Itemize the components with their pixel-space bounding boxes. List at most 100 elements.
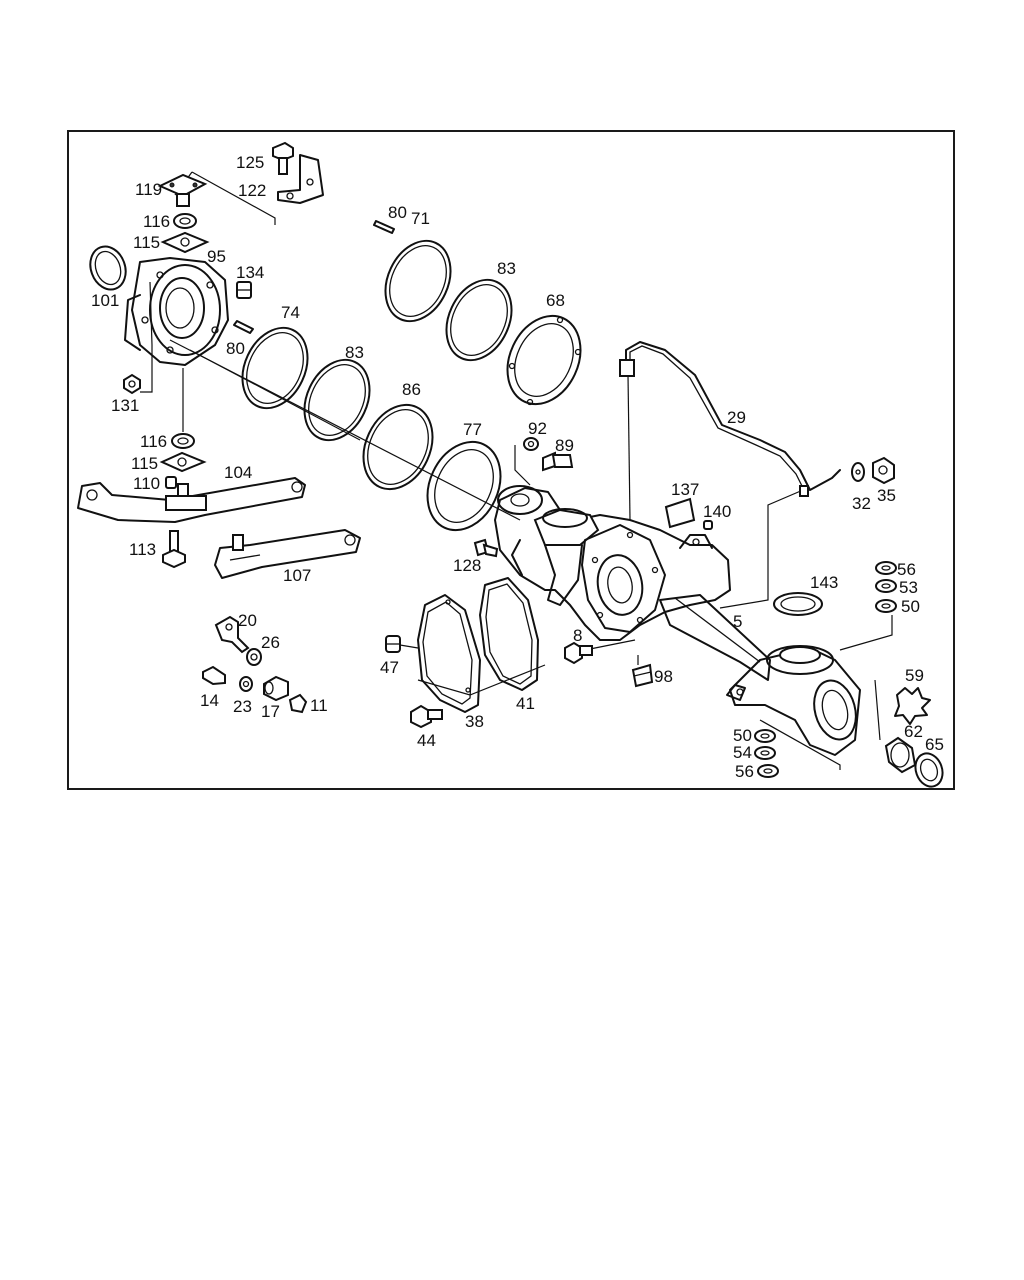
plug-98 bbox=[631, 663, 654, 688]
brake-line-29 bbox=[619, 341, 841, 497]
callout-83: 83 bbox=[345, 343, 364, 362]
callout-44: 44 bbox=[417, 731, 436, 750]
fitting-17 bbox=[263, 675, 289, 702]
callout-122: 122 bbox=[238, 181, 266, 200]
bearing-62 bbox=[884, 736, 917, 774]
callout-68: 68 bbox=[546, 291, 565, 310]
callout-134: 134 bbox=[236, 263, 264, 282]
callout-26: 26 bbox=[261, 633, 280, 652]
callout-56: 56 bbox=[735, 762, 754, 781]
callout-54: 54 bbox=[733, 743, 752, 762]
gasket-68 bbox=[506, 314, 582, 406]
leader-lines bbox=[140, 171, 893, 770]
seal-116-lower bbox=[171, 433, 195, 449]
callout-128: 128 bbox=[453, 556, 481, 575]
callout-8: 8 bbox=[573, 626, 582, 645]
callout-101: 101 bbox=[91, 291, 119, 310]
callout-131: 131 bbox=[111, 396, 139, 415]
washer-92 bbox=[523, 437, 539, 451]
callout-140: 140 bbox=[703, 502, 731, 521]
nut-131 bbox=[123, 373, 141, 395]
callout-86: 86 bbox=[402, 380, 421, 399]
plug-134 bbox=[236, 281, 252, 299]
clip-80-lower bbox=[233, 320, 254, 334]
washer-26 bbox=[246, 648, 262, 666]
callout-95: 95 bbox=[207, 247, 226, 266]
flange-119 bbox=[157, 173, 208, 207]
washer-23 bbox=[239, 676, 253, 692]
nut-35 bbox=[872, 456, 895, 485]
callout-35: 35 bbox=[877, 486, 896, 505]
gasket-41 bbox=[479, 577, 539, 691]
callout-41: 41 bbox=[516, 694, 535, 713]
callout-14: 14 bbox=[200, 691, 219, 710]
seal-ring-101 bbox=[89, 245, 127, 291]
callout-59: 59 bbox=[905, 666, 924, 685]
pin-140 bbox=[703, 520, 713, 530]
plug-47 bbox=[385, 635, 401, 653]
callout-116: 116 bbox=[140, 432, 167, 451]
callout-71: 71 bbox=[411, 209, 430, 228]
callout-137: 137 bbox=[671, 480, 699, 499]
callout-80: 80 bbox=[388, 203, 407, 222]
gasket-115-lower bbox=[159, 451, 207, 473]
arm-104 bbox=[77, 477, 306, 523]
callout-65: 65 bbox=[925, 735, 944, 754]
bushing-stack-lower bbox=[754, 729, 779, 778]
callout-47: 47 bbox=[380, 658, 399, 677]
cover-38 bbox=[417, 594, 481, 713]
ring-71 bbox=[384, 239, 452, 323]
callout-50: 50 bbox=[901, 597, 920, 616]
callout-5: 5 bbox=[733, 612, 742, 631]
callout-119: 119 bbox=[135, 180, 162, 199]
ring-83-upper bbox=[445, 278, 513, 362]
callout-74: 74 bbox=[281, 303, 300, 322]
callout-113: 113 bbox=[129, 540, 156, 559]
callout-116: 116 bbox=[143, 212, 170, 231]
seal-65 bbox=[914, 752, 944, 788]
bushing-stack-upper bbox=[875, 561, 897, 613]
callout-11: 11 bbox=[310, 696, 328, 715]
banjo-fitting-20 bbox=[214, 615, 250, 654]
callout-53: 53 bbox=[899, 578, 918, 597]
callout-125: 125 bbox=[236, 153, 264, 172]
bolt-128 bbox=[473, 538, 499, 558]
clip-80-upper bbox=[373, 220, 395, 234]
bolt-44 bbox=[410, 704, 443, 729]
gasket-115-upper bbox=[160, 231, 210, 254]
callout-107: 107 bbox=[283, 566, 311, 585]
arm-107 bbox=[214, 529, 361, 579]
callout-115: 115 bbox=[131, 454, 158, 473]
callout-20: 20 bbox=[238, 611, 257, 630]
callout-80: 80 bbox=[226, 339, 245, 358]
gasket-86 bbox=[362, 403, 434, 491]
callout-50: 50 bbox=[733, 726, 752, 745]
bolt-89 bbox=[542, 451, 574, 472]
callout-83: 83 bbox=[497, 259, 516, 278]
bracket-122 bbox=[277, 154, 324, 204]
ring-74 bbox=[241, 326, 309, 410]
callout-92: 92 bbox=[528, 419, 547, 438]
callout-62: 62 bbox=[904, 722, 923, 741]
callout-23: 23 bbox=[233, 697, 252, 716]
callout-29: 29 bbox=[727, 408, 746, 427]
axle-housing-5 bbox=[494, 485, 861, 756]
nut-110 bbox=[165, 476, 177, 489]
callout-98: 98 bbox=[654, 667, 673, 686]
callout-17: 17 bbox=[261, 702, 280, 721]
bolt-113 bbox=[162, 530, 186, 569]
callout-143: 143 bbox=[810, 573, 838, 592]
callout-115: 115 bbox=[133, 233, 160, 252]
seal-116-upper bbox=[173, 213, 197, 229]
callout-110: 110 bbox=[133, 474, 160, 493]
callout-labels: 125 119 122 116 115 95 101 134 74 80 131… bbox=[91, 153, 944, 781]
washer-32 bbox=[851, 462, 865, 482]
gasket-77 bbox=[426, 440, 502, 532]
plate-137 bbox=[664, 497, 696, 529]
callout-89: 89 bbox=[555, 436, 574, 455]
callout-38: 38 bbox=[465, 712, 484, 731]
bolt-8 bbox=[564, 641, 593, 665]
housing-95 bbox=[124, 257, 229, 366]
callout-104: 104 bbox=[224, 463, 252, 482]
